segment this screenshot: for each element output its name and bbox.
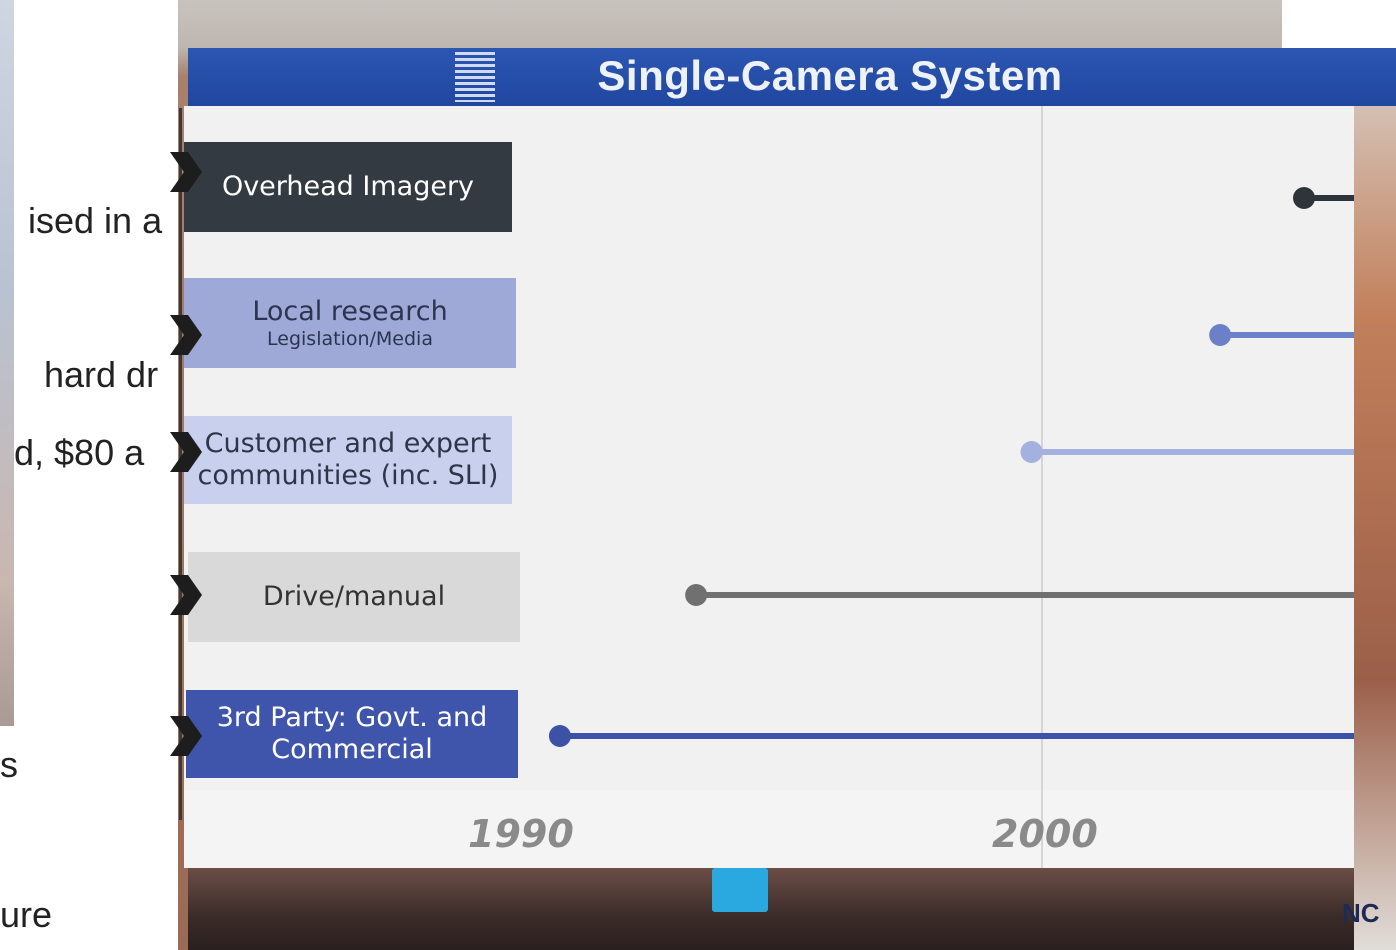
background-text-3: d, $80 a (14, 432, 145, 473)
exhibit-banner (188, 48, 1396, 106)
category-label: Drive/manual (188, 552, 520, 642)
exhibit-logo: NC (1342, 898, 1380, 928)
timeline-start-dot (1020, 441, 1043, 463)
chevron-right-icon (170, 575, 202, 615)
category-label: Customer and expert communities (inc. SL… (184, 416, 512, 504)
background-photo (0, 0, 14, 726)
x-tick-label: 2000 (992, 812, 1098, 856)
timeline-axis-band (184, 790, 1354, 868)
timeline-start-dot (1209, 324, 1232, 346)
category-label-text: Overhead Imagery (221, 171, 475, 202)
timeline-start-dot (1293, 187, 1315, 209)
background-text-1: ised in a (28, 200, 163, 241)
category-label-text: Local research (252, 296, 448, 327)
chevron-right-icon (170, 315, 202, 355)
category-label-text: Drive/manual (262, 581, 446, 612)
background-text-2: hard dr (44, 354, 159, 395)
exhibit-device (712, 868, 768, 912)
chevron-right-icon (170, 716, 202, 756)
exhibit-title: Single-Camera System (597, 52, 1063, 99)
category-label: Overhead Imagery (184, 142, 512, 232)
chevron-right-icon (170, 432, 202, 472)
x-tick-label: 1990 (468, 812, 574, 856)
exhibit-bottom (188, 868, 1354, 950)
background-text-5: ure (0, 894, 53, 935)
timeline-start-dot (548, 725, 571, 747)
category-sublabel-text: Legislation/Media (267, 328, 433, 350)
category-label-text: Customer and expert communities (inc. SL… (197, 428, 499, 491)
timeline-start-dot (685, 584, 708, 606)
chevron-right-icon (170, 152, 202, 192)
banner-stripes (455, 52, 495, 102)
background-text-4: s (0, 744, 18, 785)
category-label: 3rd Party: Govt. and Commercial (186, 690, 518, 778)
category-label-text: 3rd Party: Govt. and Commercial (216, 702, 488, 765)
